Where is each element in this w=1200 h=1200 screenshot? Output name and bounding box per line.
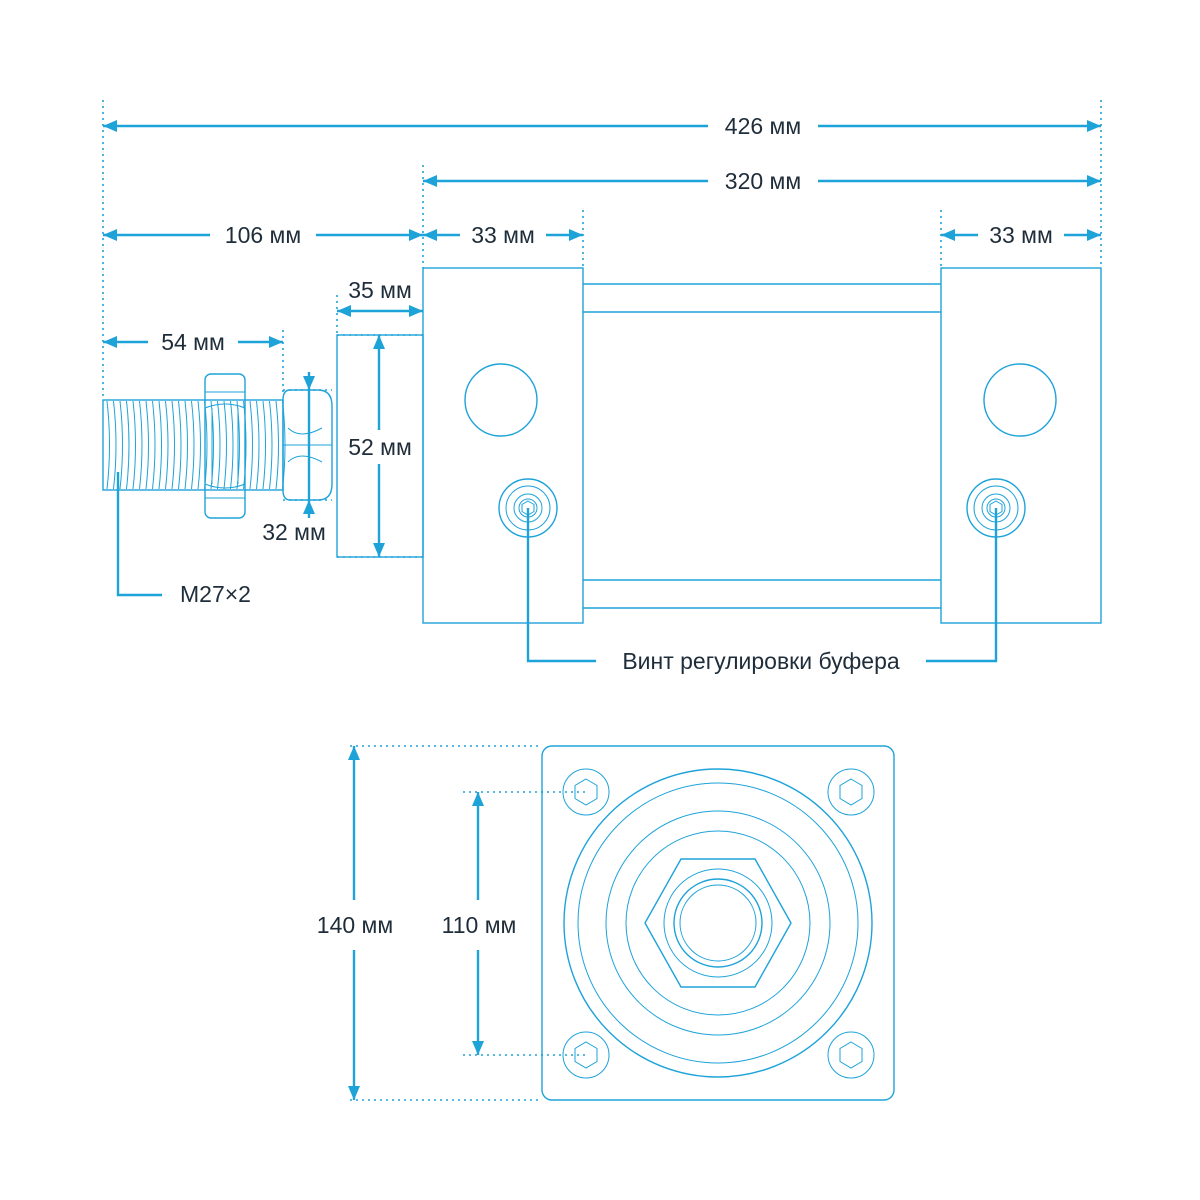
front-hex-nut [644,858,792,988]
outer-ring [563,768,873,1078]
corner-bolt-top-right [827,768,875,816]
label-thread-spec: M27×2 [180,581,251,607]
port-circle [983,363,1057,437]
leader-buffer-screw: Винт регулировки буфера [526,508,998,674]
thread-line [249,400,253,490]
thread-line [165,400,169,490]
label-front-cap: 33 мм [471,222,535,248]
corner-bolt-top-left [562,768,610,816]
side-view [102,267,1102,624]
front-end-cap [422,267,584,624]
dim-thread-length: 54 мм [103,326,283,358]
dim-body-length: 320 мм [423,165,1101,197]
label-buffer-screw: Винт регулировки буфера [622,648,900,674]
thread-line [145,400,149,490]
thread-line [275,400,279,490]
dim-rod-extension: 106 мм [103,219,423,251]
dim-bolt-spacing: 110 мм [430,792,530,1055]
label-flange-height: 52 мм [348,434,412,460]
hex-nut [204,373,246,519]
square-end-plate [541,745,895,1101]
threaded-rod-end [102,399,286,491]
dim-outer-size: 140 мм [305,746,405,1100]
thread-line [223,400,227,490]
dim-front-cap: 33 мм [423,219,583,251]
label-flange-width: 35 мм [348,277,412,303]
thread-line [269,400,273,490]
label-thread-length: 54 мм [161,329,225,355]
thread-line [171,400,175,490]
front-dimensions: 140 мм 110 мм [305,745,586,1101]
thread-line [230,400,234,490]
rear-end-cap [940,267,1102,624]
thread-line [262,400,266,490]
thread-line [256,400,260,490]
label-total-length: 426 мм [725,113,801,139]
dim-flange-width: 35 мм [337,277,423,317]
side-dimensions: 426 мм 320 мм 106 мм 33 мм 3 [102,100,1102,674]
label-rear-cap: 33 мм [989,222,1053,248]
front-view [541,745,895,1101]
piston-rod [282,389,333,501]
thread-line [197,400,201,490]
corner-bolt-bottom-left [562,1031,610,1079]
thread-line [191,400,195,490]
hex-socket-icon [574,778,598,806]
label-rod-extension: 106 мм [225,222,301,248]
thread-line [217,400,221,490]
thread-line [132,400,136,490]
thread-line [106,400,110,490]
thread-line [126,400,130,490]
hex-socket-icon [839,1041,863,1069]
dim-rod-diameter: 32 мм [262,372,326,545]
thread-lines [106,400,286,490]
thread-line [158,400,162,490]
hex-socket-icon [839,778,863,806]
thread-line [184,400,188,490]
label-outer-size: 140 мм [317,912,393,938]
label-rod-diameter: 32 мм [262,519,326,545]
thread-line [178,400,182,490]
label-body-length: 320 мм [725,168,801,194]
thread-line [113,400,117,490]
rod-face [673,878,763,968]
thread-line [139,400,143,490]
dim-rear-cap: 33 мм [941,219,1101,251]
corner-bolt-bottom-right [827,1031,875,1079]
dim-total-length: 426 мм [103,110,1101,142]
hex-socket-icon [574,1041,598,1069]
cylinder-barrel [583,283,941,609]
thread-line [119,400,123,490]
thread-line [152,400,156,490]
dim-flange-height: 52 мм [340,335,418,557]
label-bolt-spacing: 110 мм [442,912,517,938]
leader-thread-spec: M27×2 [116,472,251,607]
port-circle [464,363,538,437]
